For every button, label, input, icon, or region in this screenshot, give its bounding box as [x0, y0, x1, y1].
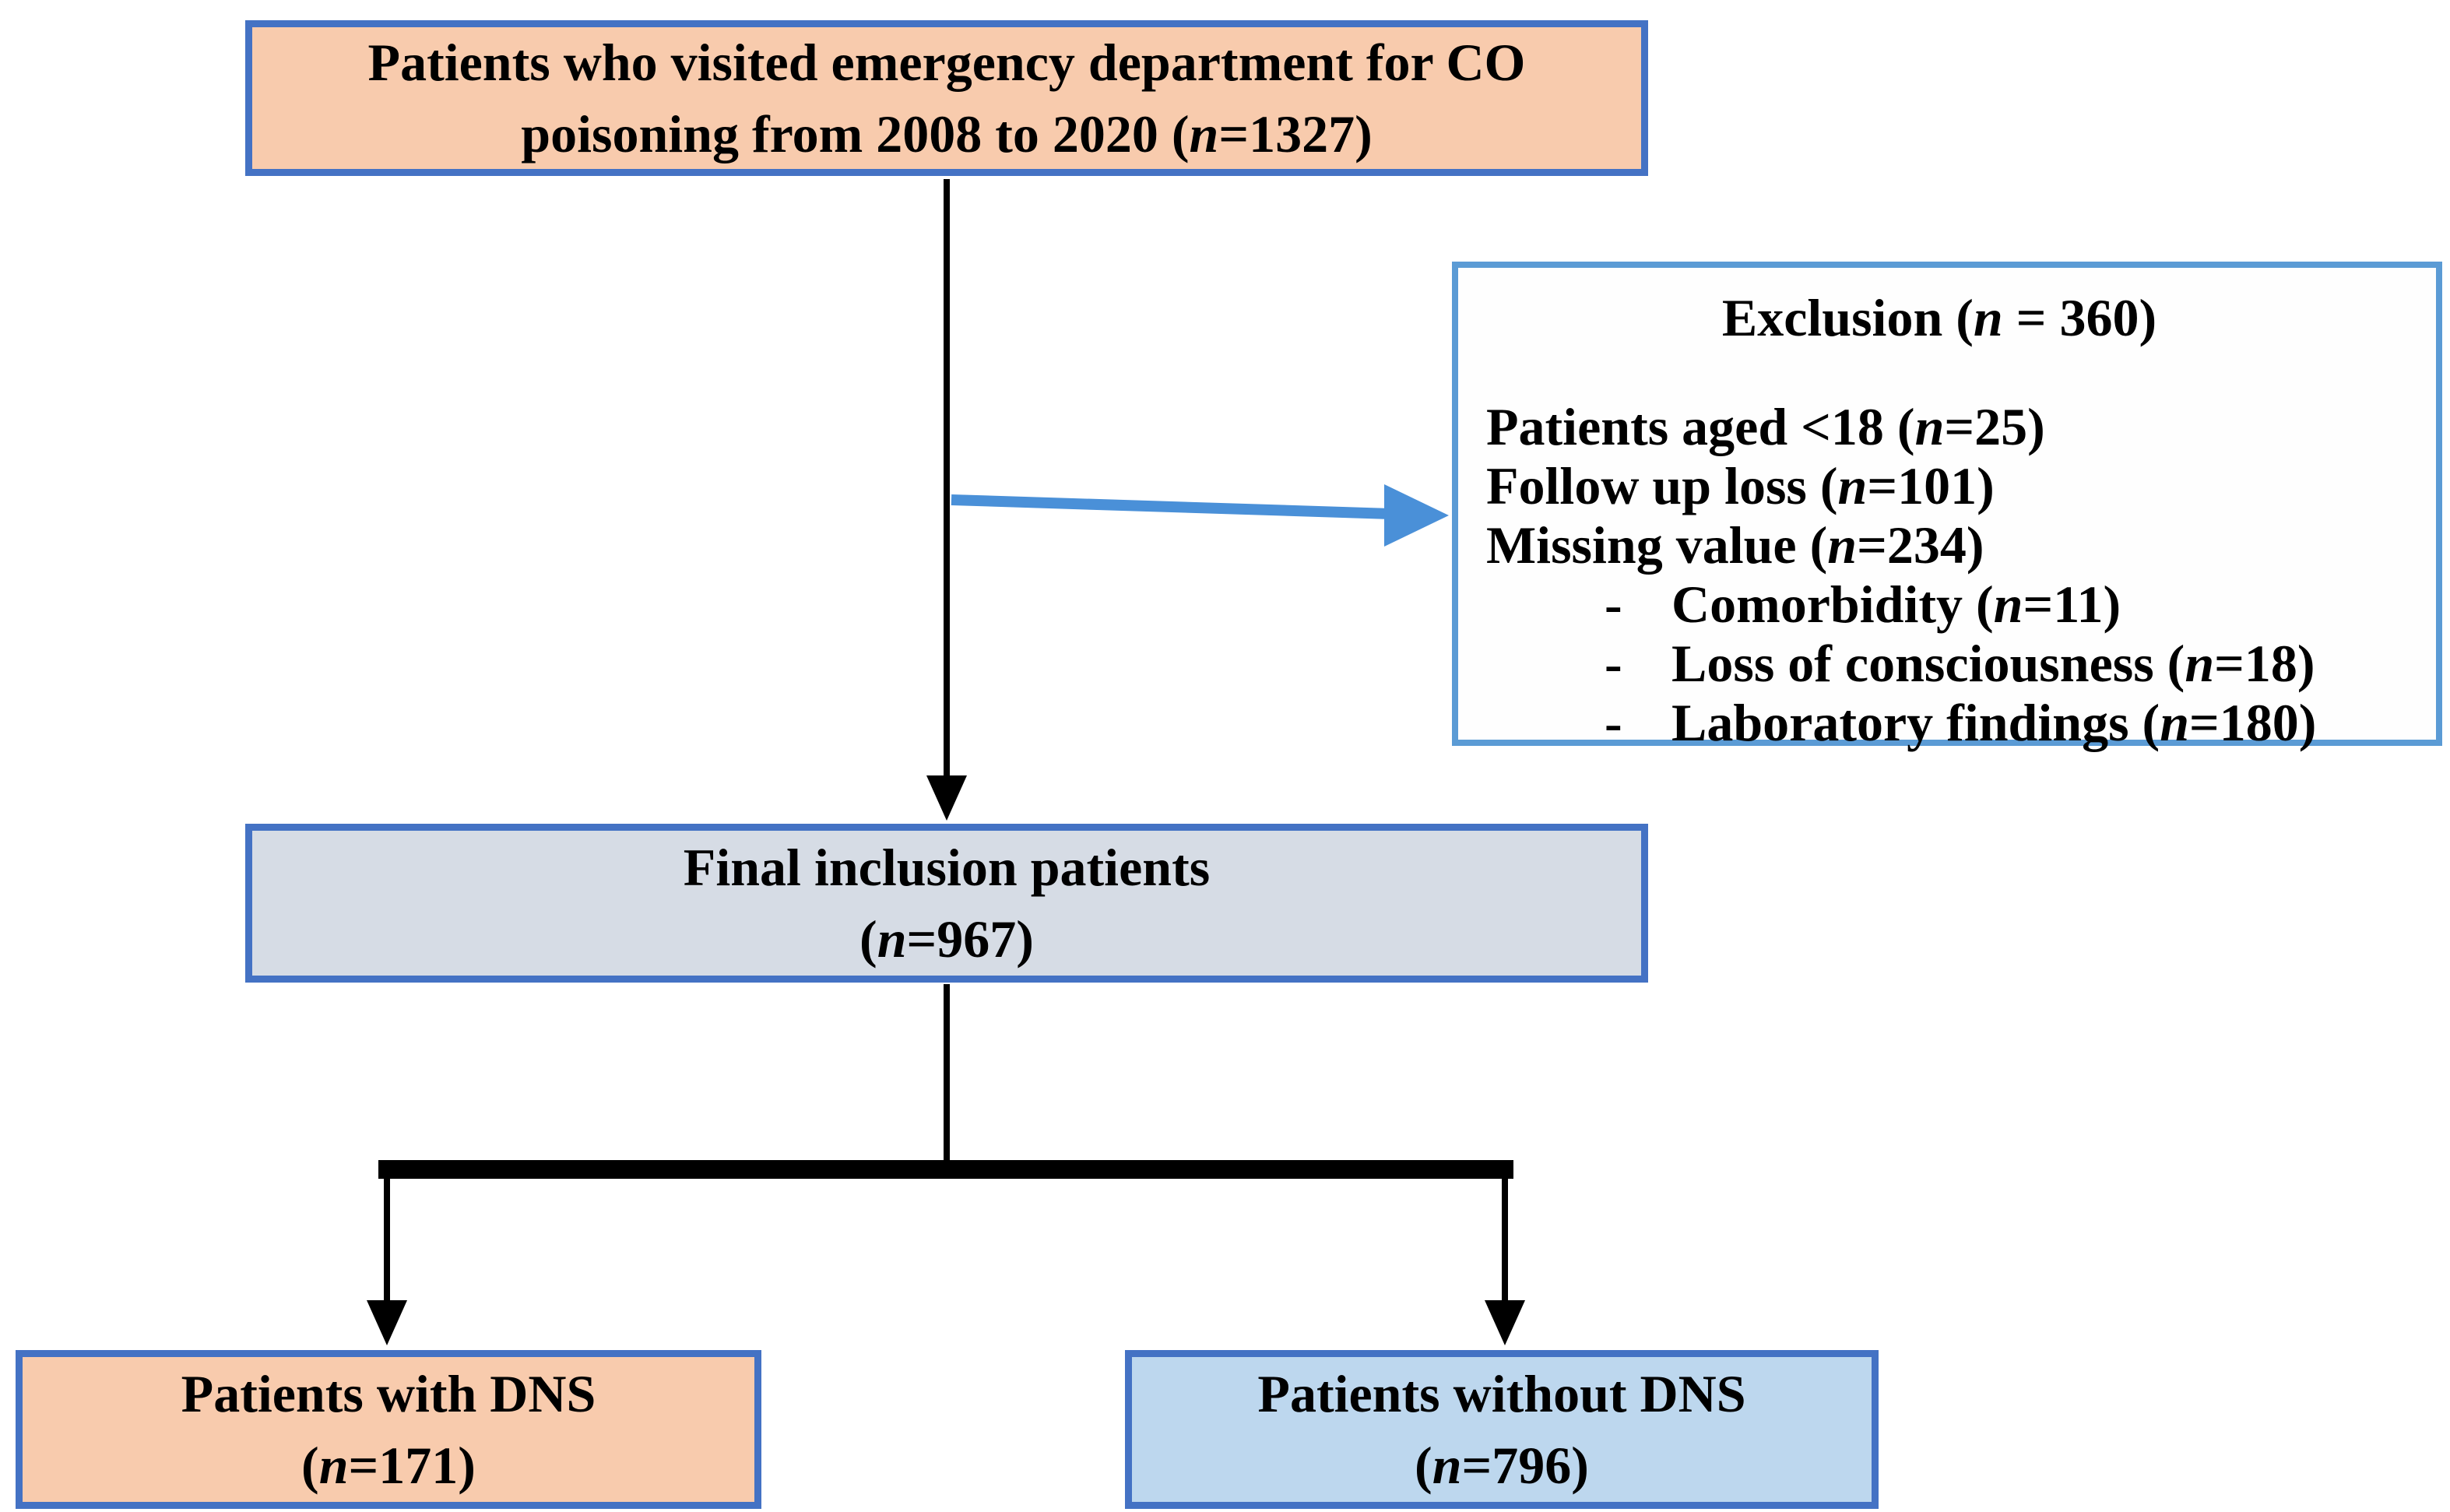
- dash-bullet: -: [1605, 575, 1622, 634]
- final-line1: Final inclusion patients: [683, 838, 1211, 897]
- exclusion-item-followup: Follow up loss (n=101): [1486, 456, 1995, 515]
- exclusion-item-aged: Patients aged <18 (n=25): [1486, 397, 2045, 456]
- dash-bullet: -: [1605, 634, 1622, 693]
- arrowhead-to-exclusion-icon: [1384, 484, 1449, 547]
- dns-line2: (n=171): [301, 1436, 476, 1495]
- arrowhead-cohort-to-final-icon: [926, 775, 967, 821]
- exclusion-subitem-laboratory: -Laboratory findings (n=180): [1605, 693, 2317, 752]
- dns-line1: Patients with DNS: [181, 1364, 596, 1423]
- no-dns-line1: Patients without DNS: [1257, 1364, 1746, 1423]
- arrowhead-to-dns-icon: [367, 1300, 407, 1345]
- arrow-to-exclusion: [951, 494, 1393, 519]
- exclusion-box: Exclusion (n = 360) Patients aged <18 (n…: [1452, 262, 2442, 752]
- exclusion-subitem-comorbidity: -Comorbidity (n=11): [1605, 575, 2121, 634]
- final-inclusion-box: Final inclusion patients (n=967): [245, 824, 1648, 983]
- no-dns-line2: (n=796): [1415, 1436, 1589, 1495]
- exclusion-item-missing: Missing value (n=234): [1486, 515, 1984, 575]
- dns-box: Patients with DNS (n=171): [16, 1350, 761, 1509]
- cohort-box: Patients who visited emergency departmen…: [245, 20, 1648, 176]
- no-dns-box: Patients without DNS (n=796): [1125, 1350, 1879, 1509]
- dash-bullet: -: [1605, 693, 1622, 752]
- cohort-line1: Patients who visited emergency departmen…: [367, 33, 1526, 92]
- final-line2: (n=967): [859, 909, 1034, 969]
- cohort-line2: poisoning from 2008 to 2020 (n=1327): [521, 104, 1373, 164]
- exclusion-title: Exclusion (n = 360): [1721, 288, 2157, 347]
- exclusion-subitem-loc: -Loss of consciousness (n=18): [1605, 634, 2315, 693]
- arrowhead-to-no-dns-icon: [1485, 1300, 1525, 1345]
